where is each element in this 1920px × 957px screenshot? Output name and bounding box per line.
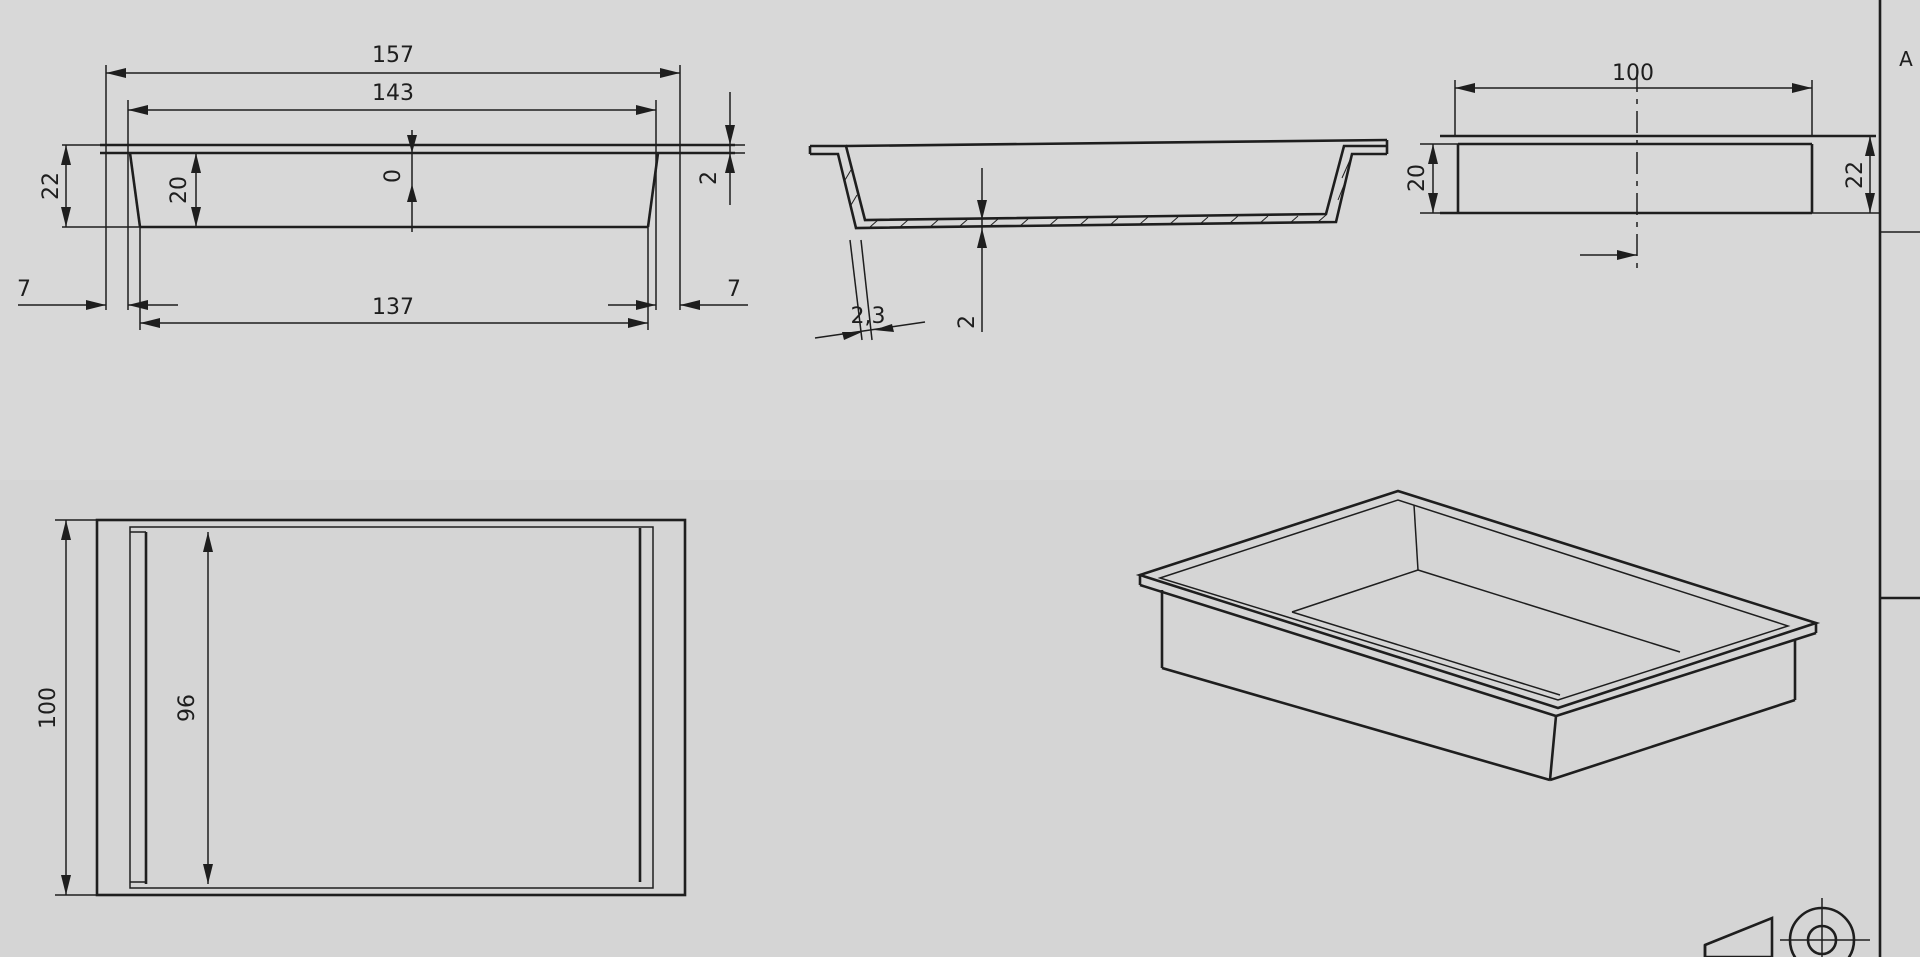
top-view: 100 96 (36, 518, 687, 897)
dim-overall-length: 157 (372, 43, 414, 68)
section-view: 2,3 2 (808, 138, 1389, 341)
dim-side-outer-height: 22 (1843, 161, 1868, 189)
dim-side-width: 100 (1612, 61, 1654, 86)
dim-top-outer-width: 100 (36, 687, 61, 729)
dim-left-offset: 7 (17, 277, 31, 302)
dim-top-inner-width: 96 (175, 694, 200, 722)
dim-inner-top-length: 143 (372, 81, 414, 106)
isometric-view (1135, 489, 1821, 782)
dim-side-inner-height: 20 (1405, 164, 1430, 192)
front-view: 157 143 137 22 20 0 2 (17, 43, 748, 330)
section-hatching (844, 159, 1351, 228)
dim-outer-height: 22 (39, 172, 64, 200)
dim-wall-thickness: 2,3 (851, 304, 886, 329)
side-view: 100 20 22 (1405, 61, 1880, 270)
title-block: A (1878, 0, 1920, 957)
dim-bottom-length: 137 (372, 295, 414, 320)
projection-symbol-icon (1703, 898, 1870, 957)
dim-rim-thickness: 2 (697, 171, 722, 185)
dim-inner-height: 20 (167, 176, 192, 204)
dim-center-mark: 0 (381, 169, 406, 183)
dim-right-offset: 7 (727, 277, 741, 302)
zone-letter: A (1899, 47, 1913, 71)
dim-bottom-thickness: 2 (955, 315, 980, 329)
